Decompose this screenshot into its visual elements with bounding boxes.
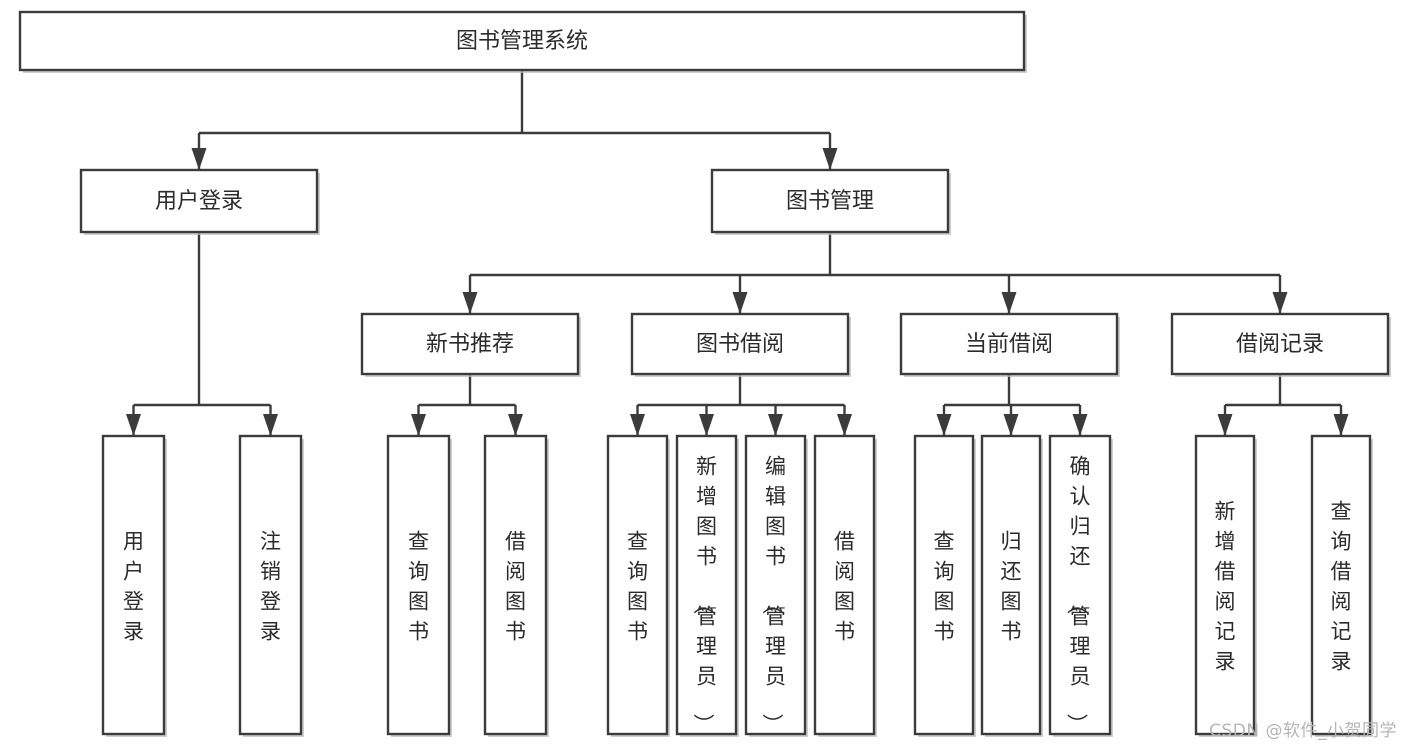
node-label: 查询图书 [408, 529, 429, 643]
node-label: 新增借阅记录 [1215, 499, 1236, 673]
node-leaf-1[interactable]: 用户登录 [101, 434, 167, 737]
node-label: 查询图书 [934, 529, 955, 643]
node-label: 确认归还（管理员） [1065, 454, 1091, 734]
node-label: 编辑图书（管理员） [760, 454, 786, 734]
node-label: 图书管理系统 [456, 29, 588, 54]
connector-layer [126, 70, 1349, 436]
node-label: 查询借阅记录 [1331, 499, 1352, 673]
node-label: 图书借阅 [696, 332, 784, 357]
node-layer: 图书管理系统用户登录图书管理新书推荐图书借阅当前借阅借阅记录用户登录注销登录查询… [18, 10, 1391, 737]
node-leaf-11[interactable]: 确认归还（管理员） [1048, 434, 1113, 737]
node-label: 归还图书 [1001, 529, 1022, 643]
node-leaf-8[interactable]: 借阅图书 [813, 434, 877, 737]
node-label: 注销登录 [260, 529, 281, 643]
node-label: 用户登录 [155, 189, 243, 214]
node-leaf-5[interactable]: 查询图书 [606, 434, 670, 737]
node-records[interactable]: 借阅记录 [1170, 312, 1391, 377]
node-leaf-6[interactable]: 新增图书（管理员） [675, 434, 739, 737]
watermark-label: CSDN @软件_小贺同学 [1209, 721, 1397, 741]
node-leaf-9[interactable]: 查询图书 [913, 434, 976, 737]
node-leaf-10[interactable]: 归还图书 [980, 434, 1043, 737]
node-label: 查询图书 [627, 529, 648, 643]
node-current[interactable]: 当前借阅 [899, 312, 1120, 377]
node-leaf-12[interactable]: 新增借阅记录 [1194, 434, 1257, 737]
node-newbook[interactable]: 新书推荐 [360, 312, 581, 377]
node-login[interactable]: 用户登录 [79, 168, 320, 235]
node-leaf-4[interactable]: 借阅图书 [483, 434, 549, 737]
node-leaf-3[interactable]: 查询图书 [386, 434, 452, 737]
node-label: 新书推荐 [426, 332, 514, 357]
node-label: 当前借阅 [965, 332, 1053, 357]
node-leaf-13[interactable]: 查询借阅记录 [1310, 434, 1373, 737]
node-label: 借阅图书 [505, 529, 526, 643]
node-root[interactable]: 图书管理系统 [18, 10, 1027, 73]
node-borrow[interactable]: 图书借阅 [630, 312, 851, 377]
node-label: 新增图书（管理员） [691, 454, 717, 734]
node-leaf-2[interactable]: 注销登录 [238, 434, 304, 737]
node-label: 图书管理 [786, 189, 874, 214]
node-label: 用户登录 [123, 529, 144, 643]
node-label: 借阅记录 [1236, 332, 1324, 357]
node-bookmgmt[interactable]: 图书管理 [710, 168, 951, 235]
node-label: 借阅图书 [834, 529, 855, 643]
node-leaf-7[interactable]: 编辑图书（管理员） [744, 434, 808, 737]
